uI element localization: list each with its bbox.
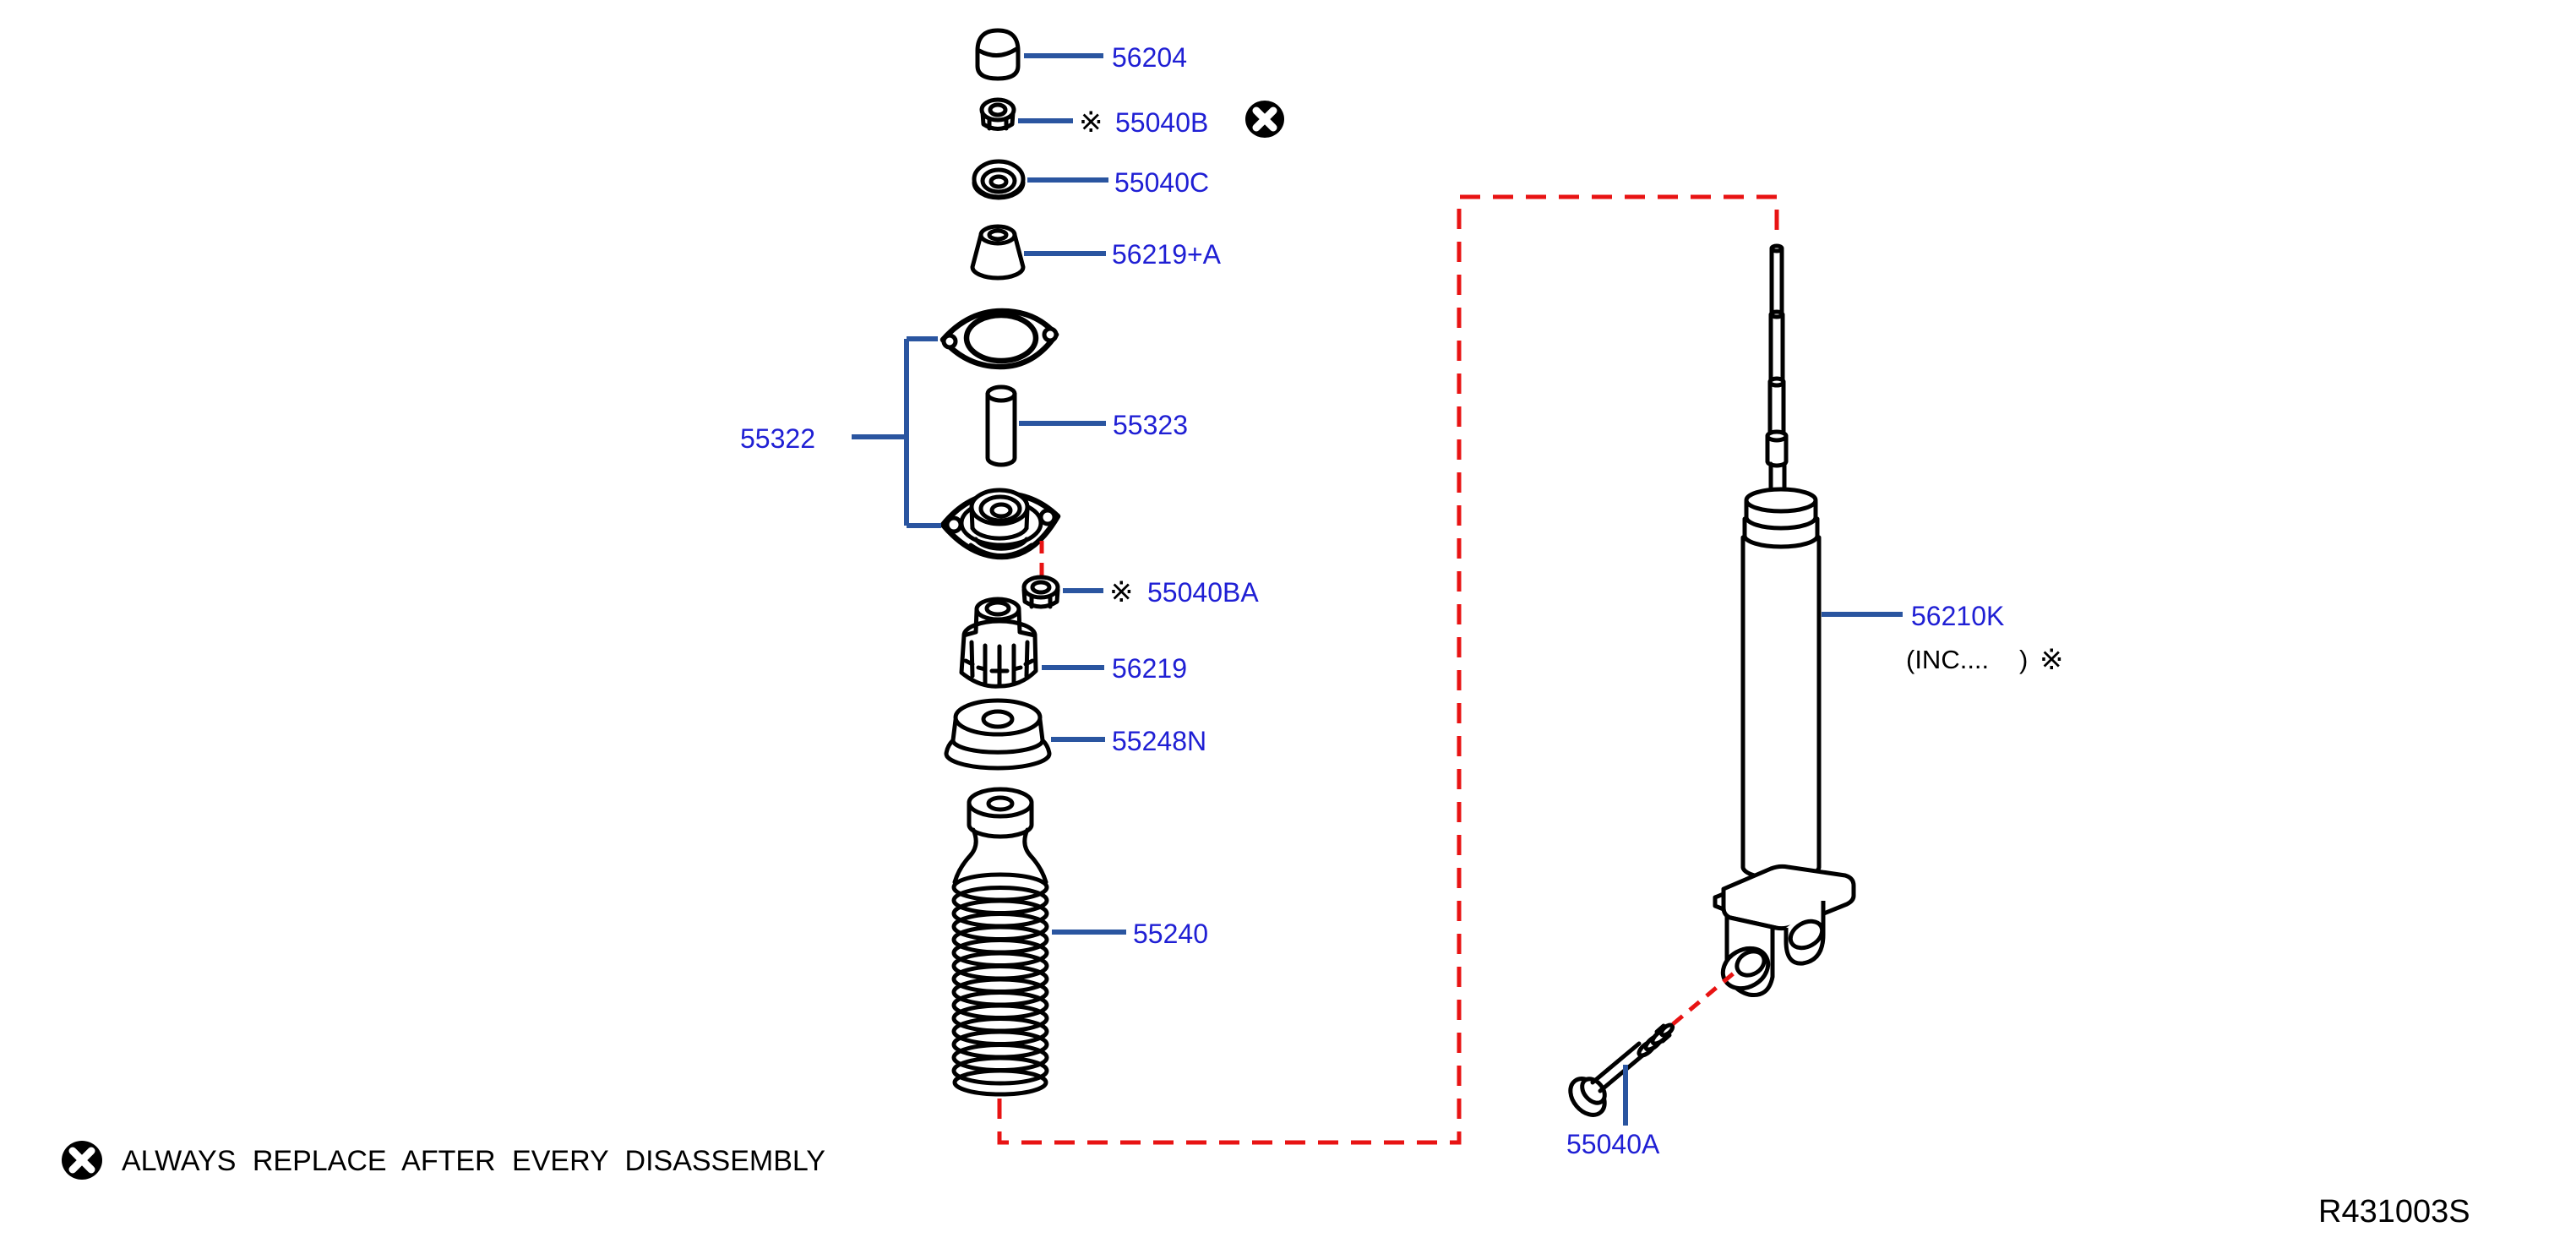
tube-55323-drawing — [985, 384, 1017, 467]
seat-55248N-drawing — [944, 698, 1052, 771]
gasket-55322-drawing — [939, 308, 1059, 370]
replace-mark-55040B: ※ — [1079, 106, 1103, 139]
nut-55040BA-drawing — [1021, 575, 1060, 609]
mount-55322-drawing — [939, 488, 1061, 560]
circle-x-icon — [1245, 101, 1284, 138]
boot-55240-drawing — [951, 787, 1049, 1097]
part-label-56219[interactable]: 56219 — [1112, 653, 1187, 684]
shock-inc-note-open: (INC.... — [1906, 645, 1989, 674]
assembly-dash-path — [997, 194, 1779, 1145]
washer-55040C-drawing — [972, 159, 1026, 200]
part-label-55040B[interactable]: 55040B — [1115, 107, 1208, 138]
leader-55322-bracket — [852, 336, 941, 528]
legend-circle-x-icon — [62, 1141, 102, 1180]
bushing-56219A-drawing — [970, 224, 1026, 281]
part-label-55322[interactable]: 55322 — [740, 423, 815, 454]
replace-mark-55040BA: ※ — [1109, 576, 1134, 608]
part-label-55040A[interactable]: 55040A — [1566, 1129, 1660, 1159]
diagram-ref-code: R431003S — [2318, 1194, 2470, 1229]
part-label-55040C[interactable]: 55040C — [1114, 167, 1209, 198]
part-label-55240[interactable]: 55240 — [1133, 919, 1208, 949]
nut-55040B-drawing — [979, 97, 1016, 131]
part-label-55323[interactable]: 55323 — [1113, 410, 1188, 440]
shock-absorber-56210K-drawing — [1713, 243, 1856, 998]
part-label-56219A[interactable]: 56219+A — [1112, 239, 1222, 270]
bolt-55040A-drawing — [1568, 1022, 1675, 1117]
part-label-55248N[interactable]: 55248N — [1112, 726, 1206, 756]
bolt-hole-dash-line — [1671, 970, 1737, 1026]
legend-text: ALWAYS REPLACE AFTER EVERY DISASSEMBLY — [122, 1145, 825, 1177]
part-label-56210K[interactable]: 56210K — [1911, 601, 2004, 631]
bumper-56219-drawing — [959, 597, 1038, 689]
cap-56204-drawing — [975, 28, 1021, 81]
part-label-55040BA[interactable]: 55040BA — [1147, 577, 1259, 608]
shock-inc-note-close: ) — [2019, 645, 2028, 674]
part-label-56204[interactable]: 56204 — [1112, 42, 1187, 73]
shock-inc-note-mark: ※ — [2040, 644, 2064, 676]
